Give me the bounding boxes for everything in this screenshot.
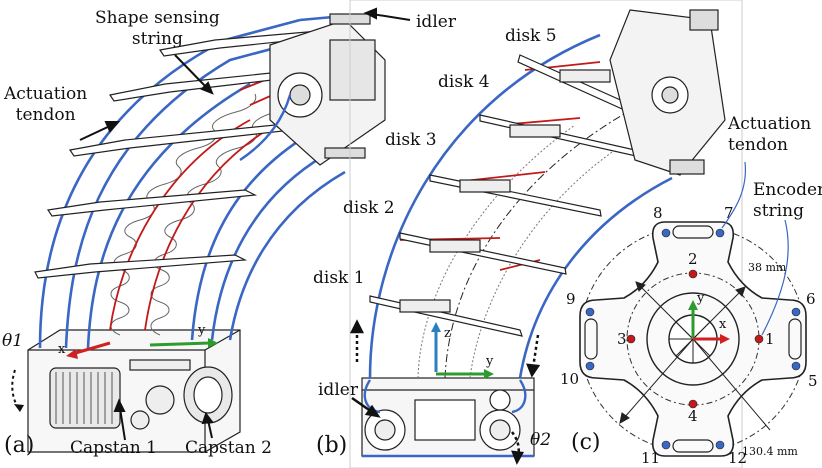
panel-b-frame — [349, 0, 743, 468]
hole-number-2: 2 — [688, 250, 698, 268]
panel-c-x-axis-label: x — [719, 317, 727, 332]
panel-c-dimension-lines — [619, 281, 771, 431]
panel-a-idler-label: idler — [416, 12, 456, 32]
panel-c-actuation-tendon-label: Actuation tendon — [728, 114, 812, 155]
panel-a-actuation-tendon-label: Actuation tendon — [4, 84, 88, 125]
hole-number-1: 1 — [765, 330, 775, 348]
panel-a-drawing — [11, 7, 411, 453]
panel-c-tendon-holes — [585, 228, 801, 450]
panel-a-label: (a) — [4, 433, 35, 458]
panel-a-theta1-arrowhead — [14, 404, 24, 412]
panel-b-label: (b) — [316, 433, 348, 458]
panel-b-drawing — [349, 0, 743, 468]
panel-a-base-box — [27, 329, 241, 453]
panel-b-z-axis-label: z — [444, 326, 451, 341]
panel-c-axes — [688, 300, 730, 344]
panel-c-slots — [584, 225, 802, 453]
panel-c-radius-38-label: 38 mm — [748, 261, 787, 274]
panel-c-callout-lines — [721, 161, 789, 336]
hole-number-5: 5 — [808, 372, 818, 390]
panel-a-capstan-2-label: Capstan 2 — [185, 438, 272, 458]
panel-b-centerline — [444, 104, 641, 379]
hole-number-10: 10 — [560, 370, 580, 388]
panel-b-axes — [431, 322, 494, 379]
hole-number-4: 4 — [688, 407, 698, 425]
panel-a-capstan-1-label: Capstan 1 — [70, 438, 157, 458]
panel-a-y-axis-label: y — [198, 323, 206, 338]
panel-c-hub-ring — [646, 292, 740, 386]
panel-c-drawing — [579, 161, 807, 457]
disk-1-label: disk 1 — [313, 268, 365, 288]
hole-number-11: 11 — [641, 449, 661, 467]
panel-c-y-axis-label: y — [697, 291, 705, 306]
panel-a-axes — [66, 338, 218, 359]
disk-4-label: disk 4 — [438, 72, 490, 92]
panel-a-callout-arrows — [79, 7, 411, 441]
hole-number-3: 3 — [617, 330, 627, 348]
disk-5-label: disk 5 — [505, 26, 557, 46]
panel-b-theta2-label: θ2 — [530, 430, 552, 450]
panel-c-label: (c) — [571, 430, 601, 455]
panel-b-base — [361, 377, 535, 458]
panel-c-radius-130-label: 130.4 mm — [742, 445, 798, 458]
hole-number-6: 6 — [806, 290, 816, 308]
panel-b-y-axis-label: y — [486, 354, 494, 369]
panel-b-end-effector — [609, 9, 726, 176]
disk-3-label: disk 3 — [385, 130, 437, 150]
panel-b-dotted-arrows — [349, 319, 541, 465]
panel-a-theta1-label: θ1 — [2, 331, 24, 351]
panel-c-encoder-holes — [626, 269, 764, 409]
panel-c-encoder-string-label: Encoder string — [753, 180, 822, 221]
panel-a-end-effector — [239, 13, 386, 166]
panel-a-x-axis-label: x — [58, 342, 66, 357]
disk-2-label: disk 2 — [343, 198, 395, 218]
hole-number-7: 7 — [724, 204, 734, 222]
hole-number-12: 12 — [728, 449, 748, 467]
panel-a-shape-sensing-label: Shape sensing string — [95, 8, 220, 49]
panel-b-idler-label: idler — [318, 380, 358, 400]
hole-number-8: 8 — [653, 204, 663, 222]
panel-b-disks — [369, 54, 666, 337]
panel-a-theta1-arc — [11, 369, 21, 411]
hole-number-9: 9 — [566, 290, 576, 308]
